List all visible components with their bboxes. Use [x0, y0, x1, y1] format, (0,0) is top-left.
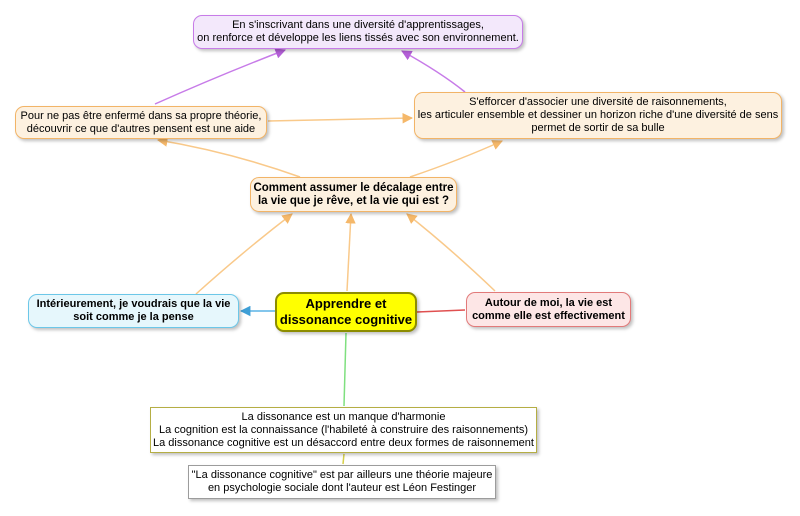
edge-right-to-top — [401, 50, 466, 93]
node-associate-reasoning[interactable]: S'efforcer d'associer une diversité de r… — [414, 92, 782, 139]
edge-inner-to-question — [195, 213, 293, 295]
edge-center-to-definitions — [343, 332, 347, 407]
edge-question-to-left — [156, 136, 301, 178]
edge-left-to-top — [154, 48, 286, 105]
node-festinger-note[interactable]: "La dissonance cognitive" est par ailleu… — [188, 465, 496, 499]
node-definitions[interactable]: La dissonance est un manque d'harmonie L… — [150, 407, 537, 453]
edge-center-to-outer — [416, 309, 466, 313]
edge-outer-to-question — [406, 213, 496, 292]
edge-center-to-question — [345, 212, 356, 292]
edge-question-to-right — [409, 140, 503, 178]
node-environment-links[interactable]: En s'inscrivant dans une diversité d'app… — [193, 15, 523, 49]
node-outer-reality[interactable]: Autour de moi, la vie est comme elle est… — [466, 292, 631, 327]
edge-definitions-to-festinger — [342, 453, 345, 465]
node-main-topic[interactable]: Apprendre et dissonance cognitive — [275, 292, 417, 332]
edge-left-to-right — [267, 112, 414, 124]
node-other-perspectives[interactable]: Pour ne pas être enfermé dans sa propre … — [15, 106, 267, 139]
node-inner-wish[interactable]: Intérieurement, je voudrais que la vie s… — [28, 294, 239, 328]
node-central-question[interactable]: Comment assumer le décalage entre la vie… — [250, 177, 457, 212]
